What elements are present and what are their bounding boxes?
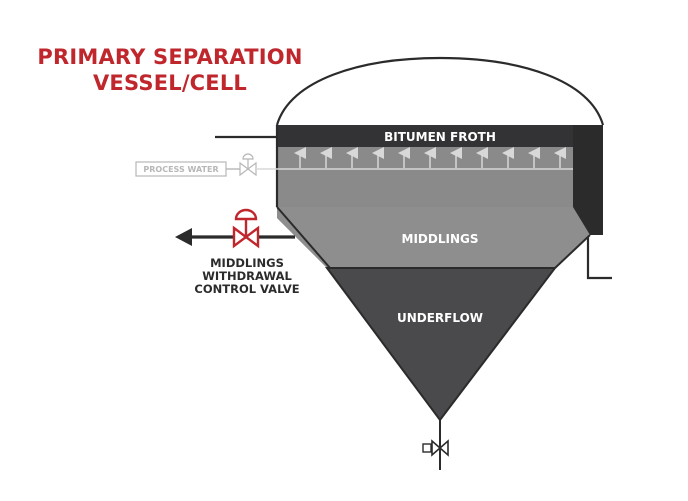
arrow-left-icon	[175, 228, 192, 246]
gate-valve-icon[interactable]	[422, 439, 449, 457]
launder-outlet-pipe	[586, 235, 612, 280]
valve-label-line-1: MIDDLINGS	[210, 256, 284, 270]
diagram-title: PRIMARY SEPARATION VESSEL/CELL	[0, 44, 340, 96]
title-line-2: VESSEL/CELL	[92, 71, 248, 95]
valve-label-line-3: CONTROL VALVE	[194, 282, 299, 296]
process-water-line: PROCESS WATER	[135, 153, 573, 177]
process-water-label: PROCESS WATER	[143, 165, 218, 174]
control-valve-icon[interactable]	[232, 208, 260, 249]
process-water-valve-icon[interactable]	[239, 153, 257, 177]
valve-label-line-2: WITHDRAWAL	[202, 269, 292, 283]
froth-zone	[277, 125, 603, 147]
froth-label: BITUMEN FROTH	[384, 130, 496, 144]
water-zone	[277, 147, 573, 207]
title-line-1: PRIMARY SEPARATION	[37, 45, 303, 69]
underflow-zone	[325, 267, 558, 422]
distributor-arrows	[294, 147, 566, 168]
underflow-label: UNDERFLOW	[397, 311, 483, 325]
valve-label: MIDDLINGS WITHDRAWAL CONTROL VALVE	[194, 256, 299, 296]
middlings-label: MIDDLINGS	[402, 232, 479, 246]
vessel-dome	[275, 56, 605, 126]
